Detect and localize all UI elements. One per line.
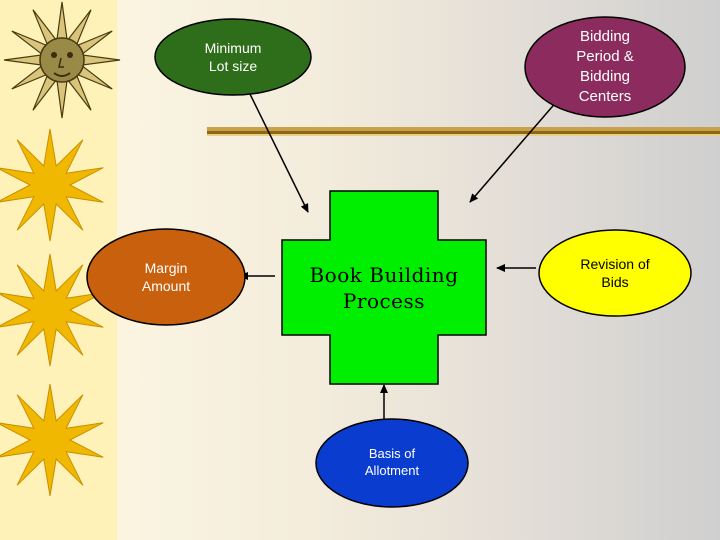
decorative-rule: [207, 127, 720, 136]
revision-of-bids-label: Revision of Bids: [580, 255, 650, 290]
basis-of-allotment-label: Basis of Allotment: [364, 446, 420, 478]
center-process-label: Book Building Process: [309, 263, 459, 313]
sun-icon: [0, 383, 104, 497]
node-bidding-period: [524, 16, 686, 118]
node-basis-of-allotment: [315, 418, 469, 508]
node-revision-of-bids: [538, 229, 692, 317]
sun-icon: [0, 128, 104, 242]
bidding-period-label: Bidding Period & Bidding Centers: [576, 27, 634, 106]
margin-amount-label: Margin Amount: [141, 259, 191, 294]
center-process-shape: [281, 190, 487, 385]
node-minimum-lot-size: [154, 18, 312, 96]
minimum-lot-size-label: Minimum Lot size: [204, 39, 262, 74]
face-sun-icon: [3, 1, 121, 119]
node-margin-amount: [86, 228, 246, 326]
arrow-bidding-period-to-center: [469, 99, 559, 203]
sun-icon: [0, 253, 104, 367]
arrow-minimum-lot-to-center: [247, 89, 309, 213]
